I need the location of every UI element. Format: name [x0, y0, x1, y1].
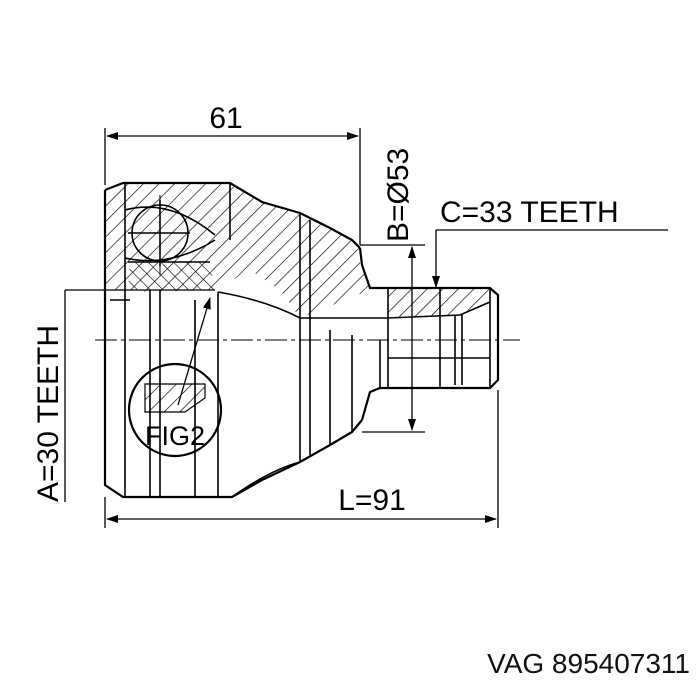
dim-total-length: L=91	[104, 390, 499, 528]
dim-outer-spline: C=33 TEETH	[432, 196, 668, 288]
upper-section-hatch	[105, 183, 490, 318]
dim-l91-label: L=91	[338, 484, 406, 517]
dim-top-length: 61	[104, 102, 361, 245]
dim-b53-label: B=Ø53	[382, 148, 415, 242]
dim-a30-label: A=30 TEETH	[32, 325, 65, 502]
dim-inner-spline: A=30 TEETH	[32, 289, 215, 502]
centerlines	[95, 195, 520, 341]
dim-diameter: B=Ø53	[360, 148, 425, 433]
dim-61-label: 61	[209, 102, 242, 135]
part-caption: VAG 895407311	[487, 648, 690, 679]
dim-c33-label: C=33 TEETH	[440, 196, 619, 229]
fig2-callout: FIG2	[127, 297, 223, 458]
fig2-label: FIG2	[145, 421, 205, 451]
